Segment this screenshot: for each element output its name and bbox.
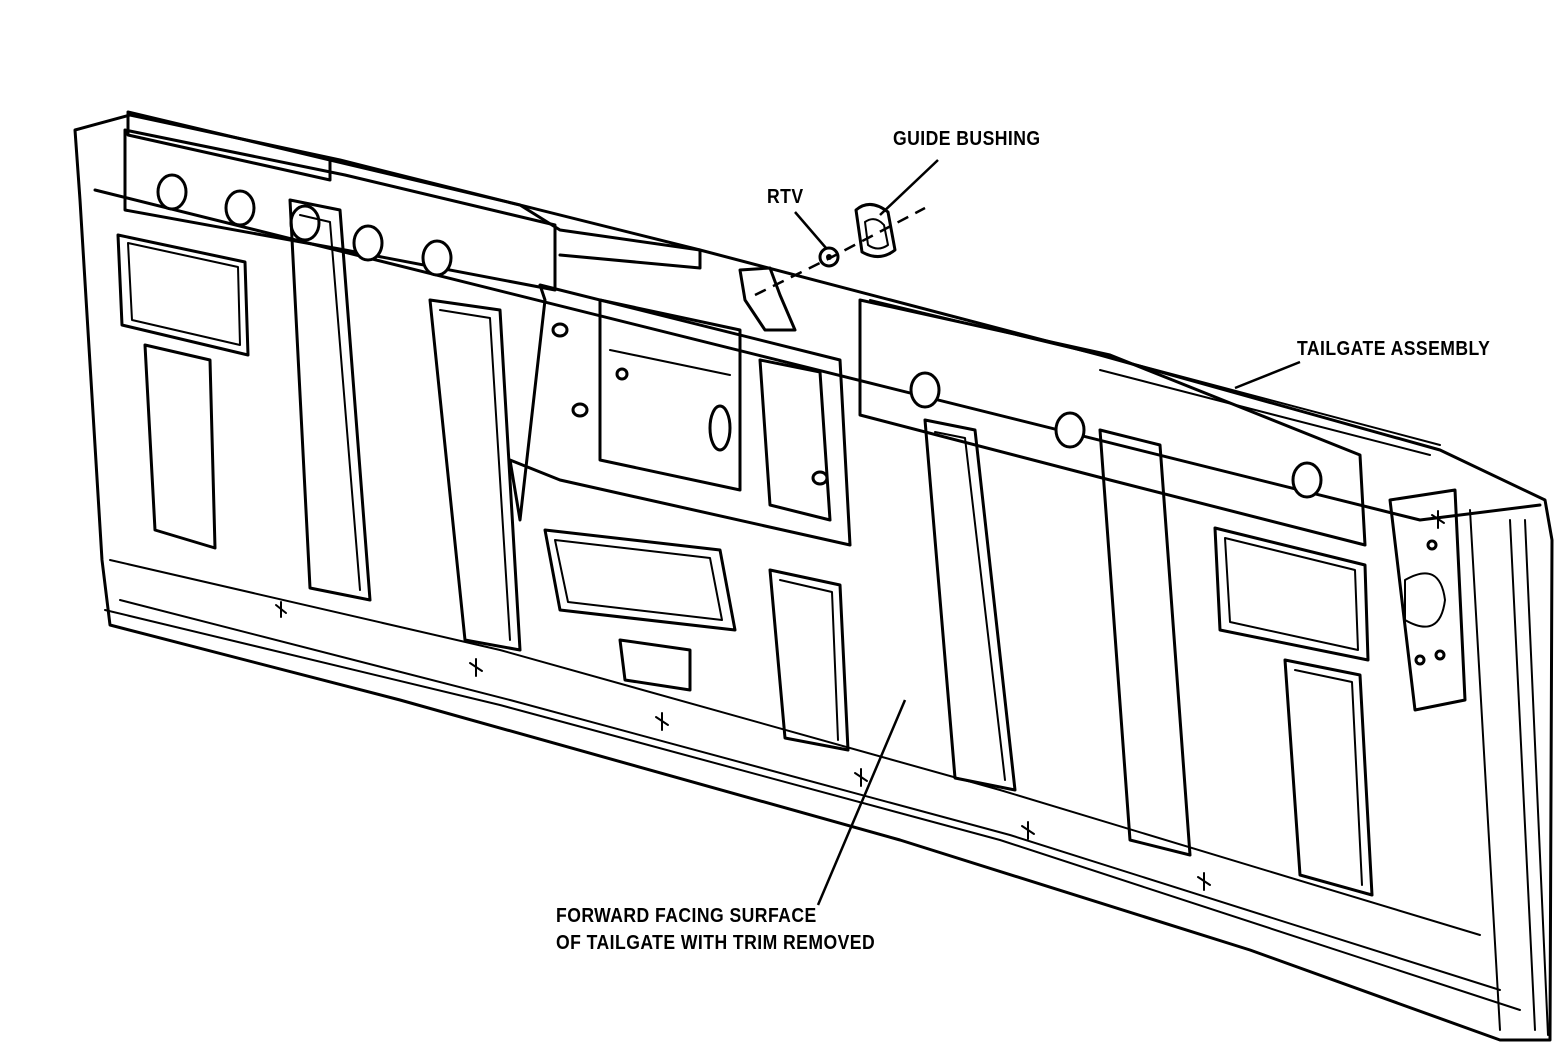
forward-surface-label-line1: FORWARD FACING SURFACE bbox=[556, 905, 817, 927]
leader-forward-surface bbox=[816, 699, 907, 906]
hole-6 bbox=[909, 371, 941, 409]
left-panel-recesses bbox=[116, 198, 522, 652]
leader-tailgate-assembly bbox=[1234, 360, 1301, 390]
guide-bushing-label: GUIDE BUSHING bbox=[893, 128, 1041, 150]
right-hinge-plate bbox=[1388, 488, 1467, 712]
guide-bushing-part bbox=[854, 203, 897, 258]
assembly-axis bbox=[754, 206, 926, 297]
hole-8 bbox=[1291, 461, 1323, 499]
tailgate-assembly-label: TAILGATE ASSEMBLY bbox=[1297, 338, 1491, 360]
rtv-dot bbox=[818, 246, 840, 268]
forward-surface-label-line2: OF TAILGATE WITH TRIM REMOVED bbox=[556, 932, 876, 954]
left-raised-block bbox=[123, 128, 557, 292]
latch-mechanism bbox=[508, 266, 852, 752]
hole-3 bbox=[289, 204, 321, 242]
hole-2 bbox=[224, 189, 256, 227]
hole-1 bbox=[156, 173, 188, 211]
tailgate-panel-outline bbox=[73, 113, 1554, 1042]
leader-rtv bbox=[794, 211, 827, 249]
right-panel-recesses bbox=[923, 418, 1374, 897]
leader-guide-bushing bbox=[879, 159, 939, 216]
bottom-fastener-marks bbox=[275, 510, 1445, 891]
right-raised-block bbox=[858, 298, 1367, 547]
hole-5 bbox=[421, 239, 453, 277]
rtv-label: RTV bbox=[767, 186, 804, 208]
hole-7 bbox=[1054, 411, 1086, 449]
hole-4 bbox=[352, 224, 384, 262]
top-flange bbox=[126, 110, 1441, 456]
